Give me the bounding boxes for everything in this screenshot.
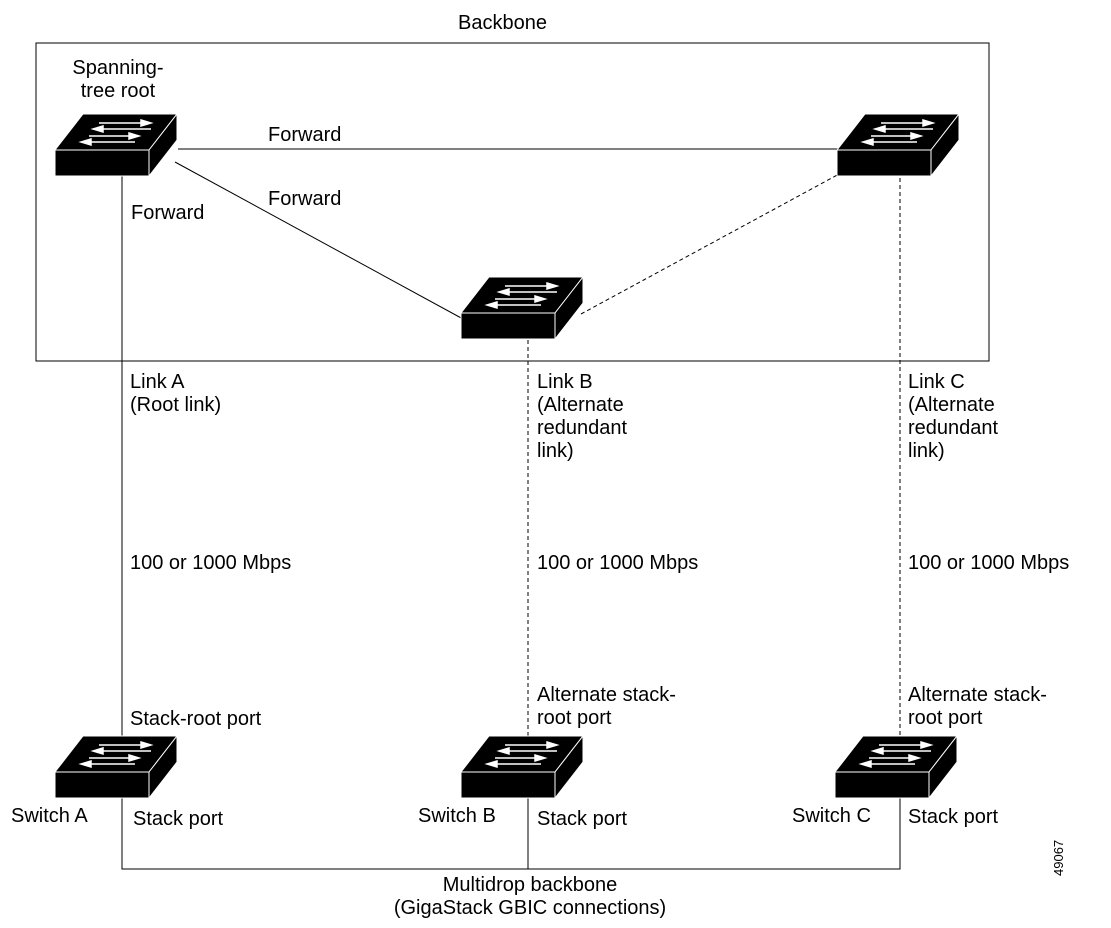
link-a-label: Link A (Root link) bbox=[130, 371, 221, 417]
root-label-line-2: tree root bbox=[80, 80, 156, 102]
link-b-line-3: redundant bbox=[537, 417, 628, 439]
workgroup-switch-icon bbox=[460, 276, 584, 340]
switch-a-stack-port: Stack port bbox=[133, 808, 224, 830]
link-c-speed: 100 or 1000 Mbps bbox=[908, 552, 1070, 574]
multidrop-line-1: Multidrop backbone bbox=[442, 874, 618, 896]
root-label-line-1: Spanning- bbox=[72, 57, 164, 79]
switch-b-label: Switch B bbox=[418, 805, 496, 827]
switch-c-stack-port: Stack port bbox=[908, 806, 999, 828]
alternate-port-b-line-2: root port bbox=[537, 707, 612, 729]
link-c-line-4: link) bbox=[908, 440, 945, 462]
workgroup-switch-icon bbox=[836, 113, 960, 177]
workgroup-switch-icon bbox=[460, 735, 584, 799]
link-b-line-2: (Alternate bbox=[537, 394, 624, 416]
link-b-line-4: link) bbox=[537, 440, 574, 462]
multidrop-line bbox=[121, 796, 901, 870]
forward-label-vertical: Forward bbox=[131, 202, 205, 224]
alternate-port-c-line-2: root port bbox=[908, 707, 983, 729]
forward-link-diagonal bbox=[174, 161, 464, 320]
link-c-line-3: redundant bbox=[908, 417, 999, 439]
link-c-line-2: (Alternate bbox=[908, 394, 995, 416]
multidrop-line-2: (GigaStack GBIC connections) bbox=[393, 897, 667, 919]
alternate-port-b-label: Alternate stack- root port bbox=[537, 684, 676, 730]
link-c-label: Link C (Alternate redundant link) bbox=[908, 371, 998, 463]
backbone-box bbox=[35, 42, 990, 362]
link-a-desc: (Root link) bbox=[130, 394, 222, 416]
switch-b-stack-port: Stack port bbox=[537, 808, 628, 830]
workgroup-switch-icon bbox=[54, 735, 178, 799]
switch-c-label: Switch C bbox=[792, 805, 871, 827]
blocked-link bbox=[580, 166, 853, 315]
link-b-label: Link B (Alternate redundant link) bbox=[537, 371, 627, 463]
stack-root-port-label: Stack-root port bbox=[130, 708, 261, 731]
link-b-speed: 100 or 1000 Mbps bbox=[537, 552, 699, 574]
figure-id: 49067 bbox=[1051, 839, 1066, 876]
forward-label-diagonal: Forward bbox=[268, 188, 342, 210]
workgroup-switch-icon bbox=[54, 113, 178, 177]
alternate-port-b-line-1: Alternate stack- bbox=[537, 684, 676, 706]
workgroup-switch-icon bbox=[834, 735, 958, 799]
link-b-line-1: Link B bbox=[537, 371, 593, 393]
switch-a-label: Switch A bbox=[11, 805, 88, 827]
alternate-port-c-line-1: Alternate stack- bbox=[908, 684, 1047, 706]
backbone-label: Backbone bbox=[458, 12, 547, 34]
link-a-speed: 100 or 1000 Mbps bbox=[130, 552, 292, 574]
multidrop-label: Multidrop backbone (GigaStack GBIC conne… bbox=[360, 874, 700, 920]
link-a-title: Link A bbox=[130, 371, 185, 393]
link-c-line-1: Link C bbox=[908, 371, 965, 393]
alternate-port-c-label: Alternate stack- root port bbox=[908, 684, 1047, 730]
forward-label-top: Forward bbox=[268, 124, 342, 146]
spanning-tree-root-label: Spanning- tree root bbox=[56, 57, 180, 103]
stack-root-port-line-1: Stack-root port bbox=[130, 708, 262, 730]
